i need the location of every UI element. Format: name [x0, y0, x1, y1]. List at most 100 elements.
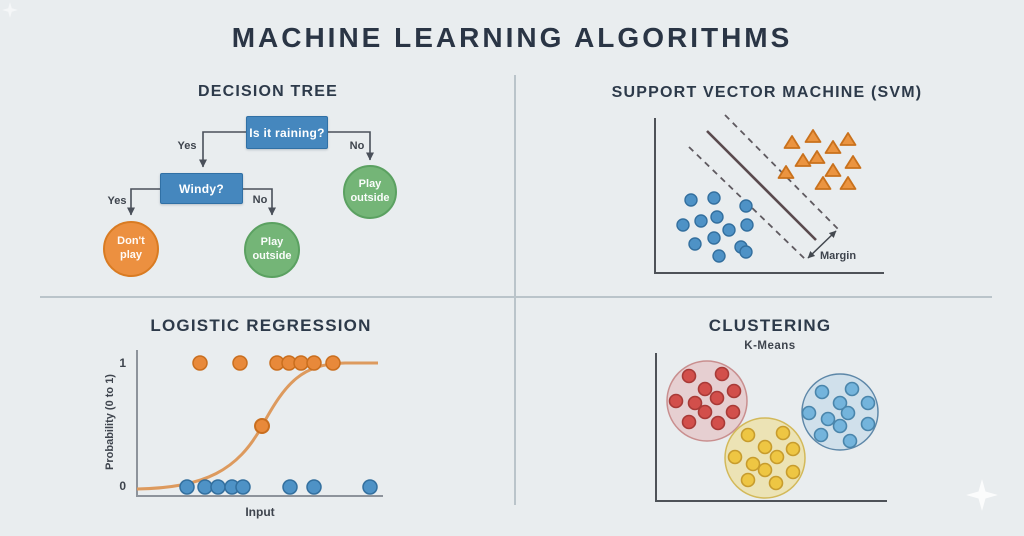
- cluster-yellow-point: [757, 462, 773, 478]
- dt-leaf-dont-play: Don't play: [103, 221, 159, 277]
- edge-label-no: No: [349, 140, 365, 152]
- dt-node-is-it-raining: Is it raining?: [246, 116, 328, 149]
- svm-class-orange-triangle: [839, 176, 857, 190]
- svm-class-orange-triangle: [808, 150, 826, 164]
- logistic-negative-point: [210, 479, 226, 495]
- cluster-blue-point: [820, 411, 836, 427]
- dt-leaf-label: Play outside: [350, 178, 390, 204]
- cluster-red-point: [726, 383, 742, 399]
- cluster-red-point: [697, 381, 713, 397]
- cluster-yellow-point: [785, 464, 801, 480]
- svm-class-orange-triangle: [777, 165, 795, 179]
- cluster-blue-point: [860, 416, 876, 432]
- cluster-blue-point: [860, 395, 876, 411]
- dt-connector: [127, 188, 160, 216]
- logistic-positive-point: [293, 355, 309, 371]
- cluster-red-point: [725, 404, 741, 420]
- logistic-negative-point: [179, 479, 195, 495]
- svm-heading: SUPPORT VECTOR MACHINE (SVM): [611, 84, 923, 101]
- dt-leaf-label: Play outside: [252, 236, 292, 262]
- x-axis-label: Input: [245, 505, 275, 519]
- svm-class-orange-triangle: [794, 153, 812, 167]
- dt-connector: [199, 131, 246, 168]
- dt-node-label: Windy?: [178, 181, 225, 196]
- clustering-heading: CLUSTERING: [708, 316, 832, 335]
- cluster-red-point: [681, 414, 697, 430]
- cluster-yellow-point: [769, 449, 785, 465]
- logistic-positive-point: [192, 355, 208, 371]
- logistic-negative-point: [282, 479, 298, 495]
- logistic-negative-point: [306, 479, 322, 495]
- dt-leaf-play-outside-right: Play outside: [343, 165, 397, 219]
- cluster-red-point: [697, 404, 713, 420]
- svm-class-orange-triangle: [824, 163, 842, 177]
- dt-leaf-play-outside-bottom: Play outside: [244, 222, 300, 278]
- kmeans-subheading: K-Means: [744, 340, 796, 352]
- svm-class-blue-point: [739, 199, 753, 213]
- cluster-blue-point: [832, 395, 848, 411]
- cluster-yellow-point: [740, 427, 756, 443]
- logistic-positive-point: [306, 355, 322, 371]
- sigmoid-midpoint: [254, 418, 270, 434]
- plot-axes: [655, 353, 887, 502]
- cluster-blue-point: [801, 405, 817, 421]
- svm-margin-arrow: [807, 230, 837, 259]
- dt-node-label: Is it raining?: [249, 125, 325, 140]
- cluster-yellow-point: [785, 441, 801, 457]
- cluster-blue-point: [832, 418, 848, 434]
- cluster-yellow-point: [775, 425, 791, 441]
- plot-axes: [654, 118, 884, 274]
- plot-axes: [136, 350, 383, 497]
- dt-node-windy: Windy?: [160, 173, 243, 204]
- y-tick-1: 1: [119, 356, 126, 370]
- svm-decision-boundary: [706, 130, 817, 241]
- svm-class-blue-point: [707, 191, 721, 205]
- svm-class-orange-triangle: [783, 135, 801, 149]
- cluster-yellow-point: [757, 439, 773, 455]
- cluster-yellow-point: [727, 449, 743, 465]
- cluster-blue-point: [840, 405, 856, 421]
- cluster-red-point: [714, 366, 730, 382]
- svm-class-blue-point: [712, 249, 726, 263]
- cluster-red-point: [681, 368, 697, 384]
- svm-class-blue-point: [722, 223, 736, 237]
- svm-class-orange-triangle: [814, 176, 832, 190]
- svm-class-blue-point: [740, 218, 754, 232]
- cluster-blue-point: [844, 381, 860, 397]
- svm-class-blue-point: [739, 245, 753, 259]
- horizontal-divider: [40, 296, 992, 298]
- logistic-positive-point: [325, 355, 341, 371]
- edge-label-yes: Yes: [177, 140, 197, 152]
- svm-class-orange-triangle: [804, 129, 822, 143]
- edge-label-no: No: [252, 194, 268, 206]
- cluster-red-point: [668, 393, 684, 409]
- logistic-negative-point: [362, 479, 378, 495]
- svm-class-orange-triangle: [844, 155, 862, 169]
- margin-label: Margin: [820, 250, 857, 262]
- svm-class-blue-point: [694, 214, 708, 228]
- y-tick-0: 0: [119, 479, 126, 493]
- svm-class-orange-triangle: [839, 132, 857, 146]
- logistic-negative-point: [197, 479, 213, 495]
- cluster-red-point: [710, 415, 726, 431]
- cluster-yellow-point: [768, 475, 784, 491]
- dt-connector: [243, 188, 276, 216]
- edge-label-yes: Yes: [107, 195, 127, 207]
- cluster-red-point: [709, 390, 725, 406]
- dt-connector: [328, 131, 374, 161]
- cluster-red-point: [687, 395, 703, 411]
- svm-class-blue-point: [710, 210, 724, 224]
- svm-class-blue-point: [688, 237, 702, 251]
- decision-tree-heading: DECISION TREE: [197, 83, 339, 100]
- y-axis-label: Probability (0 to 1): [104, 374, 116, 470]
- cluster-blue-point: [814, 384, 830, 400]
- logistic-negative-point: [235, 479, 251, 495]
- dt-leaf-label: Don't play: [117, 235, 145, 261]
- page-title: MACHINE LEARNING ALGORITHMS: [231, 22, 793, 53]
- logistic-positive-point: [232, 355, 248, 371]
- svm-class-blue-point: [707, 231, 721, 245]
- vertical-divider: [514, 75, 516, 505]
- svm-class-blue-point: [676, 218, 690, 232]
